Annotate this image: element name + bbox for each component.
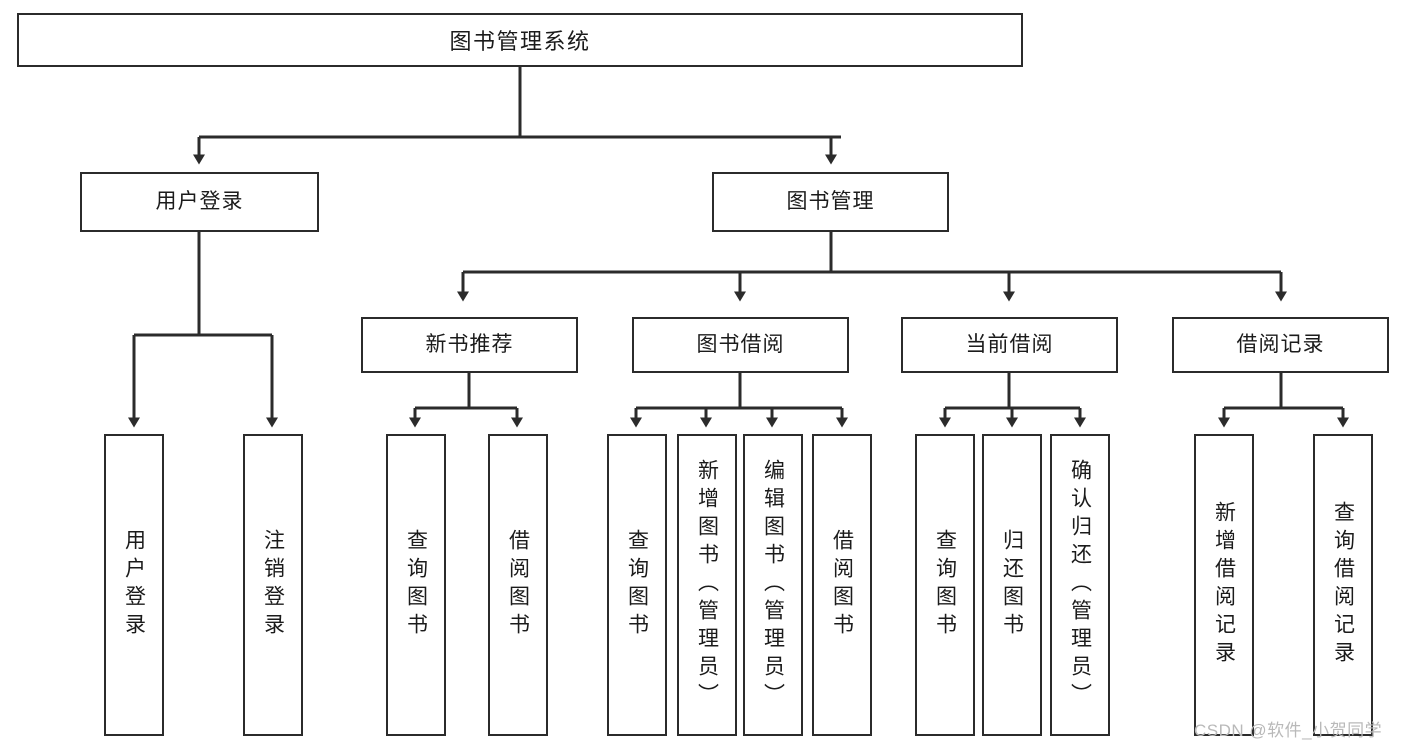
node-leaf-query-record[interactable]: 查询借阅记录 bbox=[1313, 434, 1373, 736]
node-leaf-add-book[interactable]: 新增图书（管理员） bbox=[677, 434, 737, 736]
node-book-borrow[interactable]: 图书借阅 bbox=[632, 317, 849, 373]
node-leaf-query-book-3[interactable]: 查询图书 bbox=[915, 434, 975, 736]
node-book-manage-label: 图书管理 bbox=[786, 190, 875, 214]
node-leaf-user-login-label: 用户登录 bbox=[122, 529, 146, 641]
node-leaf-query-book-2[interactable]: 查询图书 bbox=[607, 434, 667, 736]
node-leaf-confirm-return-label: 确认归还（管理员） bbox=[1068, 459, 1092, 711]
node-leaf-query-book-1[interactable]: 查询图书 bbox=[386, 434, 446, 736]
node-leaf-return-book-label: 归还图书 bbox=[1000, 529, 1024, 641]
node-borrow-record-label: 借阅记录 bbox=[1236, 333, 1325, 357]
node-leaf-add-book-label: 新增图书（管理员） bbox=[695, 459, 719, 711]
node-leaf-confirm-return[interactable]: 确认归还（管理员） bbox=[1050, 434, 1110, 736]
node-leaf-logout-login-label: 注销登录 bbox=[261, 529, 285, 641]
node-book-manage[interactable]: 图书管理 bbox=[712, 172, 949, 232]
node-user-login-label: 用户登录 bbox=[155, 190, 244, 214]
node-leaf-query-book-1-label: 查询图书 bbox=[404, 529, 428, 641]
node-new-book-recommend[interactable]: 新书推荐 bbox=[361, 317, 578, 373]
node-current-borrow[interactable]: 当前借阅 bbox=[901, 317, 1118, 373]
node-leaf-edit-book[interactable]: 编辑图书（管理员） bbox=[743, 434, 803, 736]
node-leaf-query-book-3-label: 查询图书 bbox=[933, 529, 957, 641]
node-leaf-edit-book-label: 编辑图书（管理员） bbox=[761, 459, 785, 711]
node-leaf-query-record-label: 查询借阅记录 bbox=[1331, 501, 1355, 669]
node-leaf-return-book[interactable]: 归还图书 bbox=[982, 434, 1042, 736]
node-book-borrow-label: 图书借阅 bbox=[696, 333, 785, 357]
node-root-label: 图书管理系统 bbox=[449, 29, 591, 54]
node-leaf-user-login[interactable]: 用户登录 bbox=[104, 434, 164, 736]
node-leaf-add-record-label: 新增借阅记录 bbox=[1212, 501, 1236, 669]
node-leaf-borrow-book-2[interactable]: 借阅图书 bbox=[812, 434, 872, 736]
node-leaf-borrow-book-1[interactable]: 借阅图书 bbox=[488, 434, 548, 736]
node-root[interactable]: 图书管理系统 bbox=[17, 13, 1023, 67]
node-borrow-record[interactable]: 借阅记录 bbox=[1172, 317, 1389, 373]
node-user-login[interactable]: 用户登录 bbox=[80, 172, 319, 232]
node-leaf-logout-login[interactable]: 注销登录 bbox=[243, 434, 303, 736]
node-leaf-add-record[interactable]: 新增借阅记录 bbox=[1194, 434, 1254, 736]
node-leaf-query-book-2-label: 查询图书 bbox=[625, 529, 649, 641]
node-new-book-recommend-label: 新书推荐 bbox=[425, 333, 514, 357]
node-leaf-borrow-book-2-label: 借阅图书 bbox=[830, 529, 854, 641]
node-current-borrow-label: 当前借阅 bbox=[965, 333, 1054, 357]
node-leaf-borrow-book-1-label: 借阅图书 bbox=[506, 529, 530, 641]
